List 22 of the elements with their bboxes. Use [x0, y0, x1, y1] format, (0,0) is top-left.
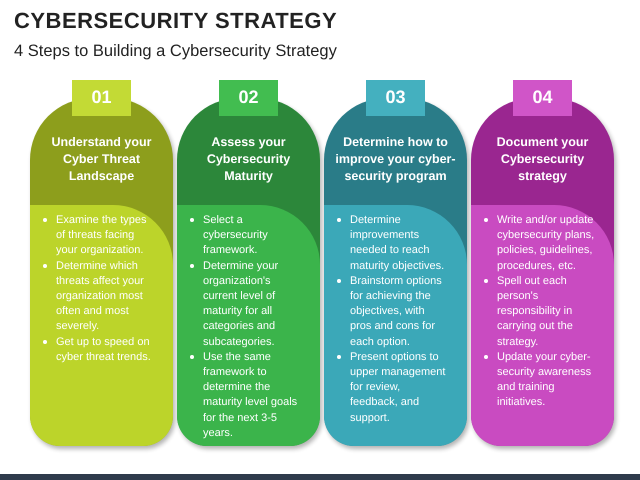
bullet-text: Get up to speed on cyber threat trends. [56, 336, 151, 363]
step-heading: Determine how to improve your cyber-security program [334, 134, 457, 185]
page-title: CYBERSECURITY STRATEGY [14, 8, 338, 34]
subtitle: 4 Steps to Building a Cybersecurity Strategy [14, 42, 337, 61]
bullet-text: Spell out each person's responsibility in carrying out the strategy. [497, 274, 573, 348]
bullet-text: Update your cyber-security awareness and training initiatives. [497, 350, 592, 408]
bullet-text: Examine the types of threats facing your organization. [56, 214, 146, 256]
bullet-text: Write and/or update cybersecurity plans, policies, guidelines, procedures, etc. [497, 214, 594, 272]
step-number: 03 [366, 80, 425, 116]
bullet-text: Brainstorm options for achieving the objectives, with pros and cons for each option. [350, 274, 442, 348]
step-heading: Understand your Cyber Threat Landscape [50, 134, 152, 185]
bullet-text: Use the same framework to determine the maturity level goals for the next 3-5 years. [203, 350, 298, 439]
step-number: 04 [513, 80, 572, 116]
step-number: 01 [72, 80, 131, 116]
bullet-text: Determine which threats affect your organization most often and most severely. [56, 260, 144, 332]
bullet-text: Present options to upper management for review, feedback, and support. [350, 350, 446, 424]
step-number: 02 [219, 80, 278, 116]
step-heading: Assess your Cybersecurity Maturity [206, 134, 292, 185]
bullet-text: Determine improvements needed to reach maturity objectives. [350, 214, 444, 272]
step-heading: Document your Cybersecurity strategy [496, 134, 590, 185]
bullet-text: Select a cybersecurity framework. [203, 214, 268, 256]
bullet-text: Determine your organization's current level of maturity for all categories and subcategories. [203, 260, 278, 348]
